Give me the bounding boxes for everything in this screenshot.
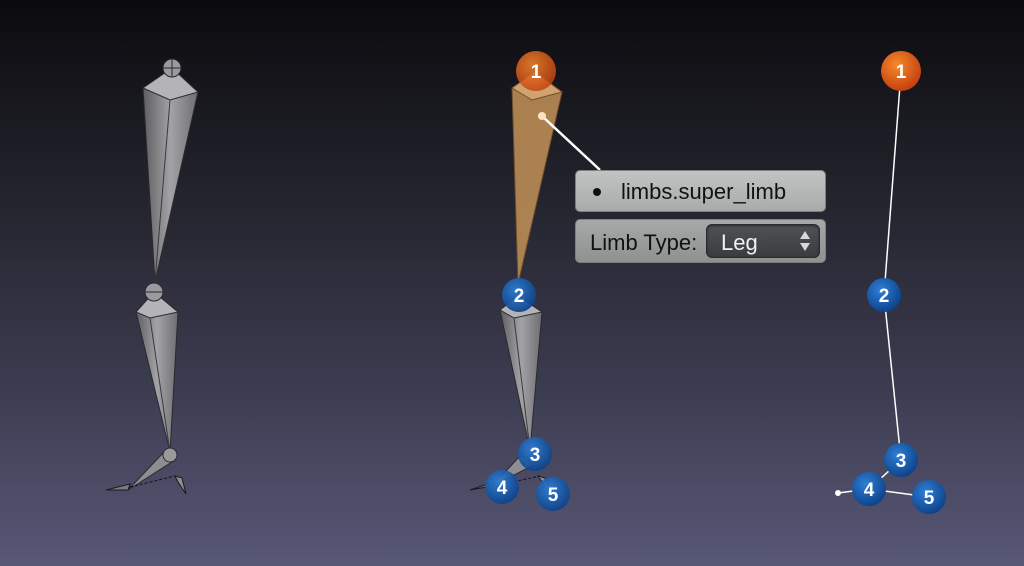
bone-name-label: limbs.super_limb (621, 179, 787, 204)
svg-text:3: 3 (530, 445, 541, 466)
joint-marker-3-right[interactable]: 3 (884, 443, 918, 477)
limb-type-row: Limb Type: Leg (575, 219, 826, 263)
bone-name-panel[interactable]: limbs.super_limb (575, 170, 826, 212)
joint-marker-4-mid[interactable]: 4 (485, 470, 519, 504)
svg-text:4: 4 (864, 480, 875, 501)
shin-bone-mid[interactable] (499, 295, 544, 451)
shin-bone[interactable] (135, 291, 180, 453)
limb-type-label: Limb Type: (590, 230, 698, 255)
joint-marker-5-mid[interactable]: 5 (536, 477, 570, 511)
left-rig (105, 58, 199, 495)
svg-text:3: 3 (896, 451, 907, 472)
bullet-icon (593, 188, 601, 196)
svg-text:5: 5 (924, 488, 935, 509)
knee-joint[interactable] (144, 282, 164, 302)
root-marker-1-mid[interactable]: 1 (516, 51, 556, 91)
joint-marker-4-right[interactable]: 4 (852, 472, 886, 506)
svg-text:4: 4 (497, 478, 508, 499)
leader-line (538, 112, 601, 171)
svg-text:2: 2 (514, 286, 525, 307)
joint-marker-5-right[interactable]: 5 (912, 480, 946, 514)
svg-text:1: 1 (531, 62, 542, 83)
joint-marker-2-mid[interactable]: 2 (502, 278, 536, 312)
thigh-bone[interactable] (141, 67, 199, 283)
limb-type-value: Leg (721, 230, 758, 255)
hip-joint[interactable] (162, 58, 182, 78)
limb-type-dropdown[interactable]: Leg (706, 224, 820, 258)
ankle-joint[interactable] (162, 447, 178, 463)
up-down-arrows-icon (800, 231, 810, 251)
svg-text:5: 5 (548, 485, 559, 506)
selected-thigh-bone[interactable] (511, 71, 564, 285)
root-marker-1-right[interactable]: 1 (881, 51, 921, 91)
svg-text:1: 1 (896, 62, 907, 83)
joint-marker-2-right[interactable]: 2 (867, 278, 901, 312)
svg-text:2: 2 (879, 286, 890, 307)
right-rig: 1 2 3 4 5 (835, 51, 946, 514)
middle-rig: 1 2 3 4 5 (469, 51, 601, 511)
joint-marker-3-mid[interactable]: 3 (518, 437, 552, 471)
